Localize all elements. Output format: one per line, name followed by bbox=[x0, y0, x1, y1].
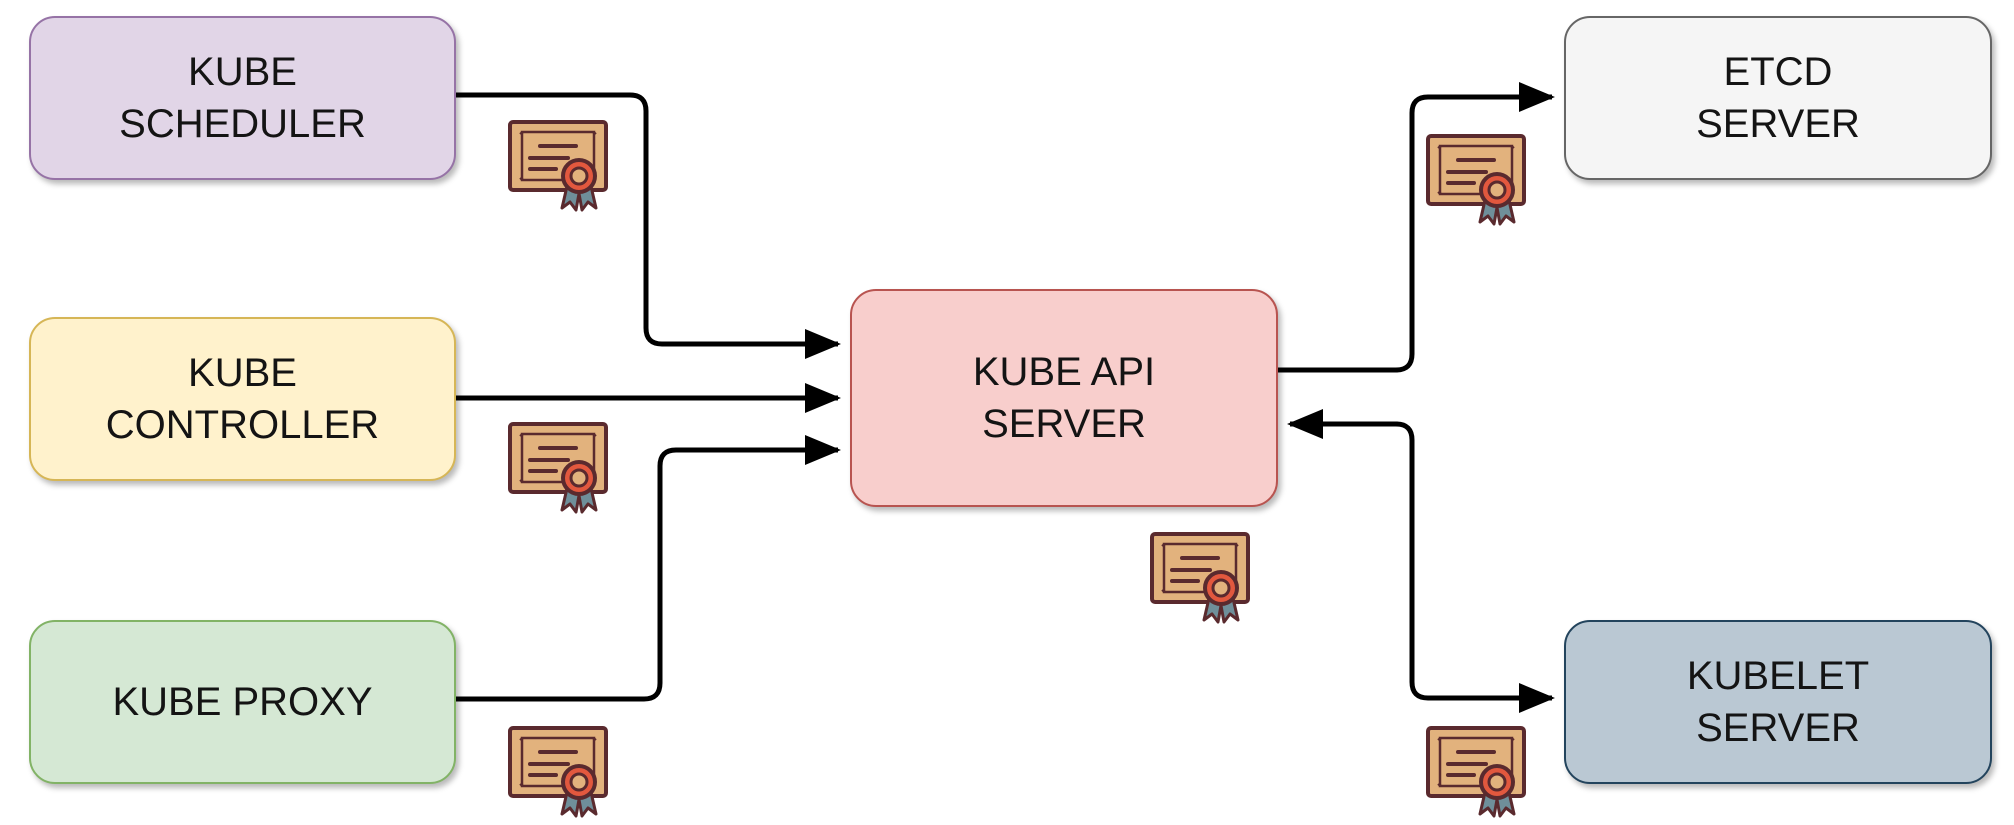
certificate-icon bbox=[506, 420, 610, 516]
edge-scheduler-to-api bbox=[456, 92, 841, 359]
kubelet-server-label-line2: SERVER bbox=[1696, 706, 1860, 750]
etcd-server-label-line1: ETCD bbox=[1723, 50, 1833, 94]
kube-proxy-label: KUBE PROXY bbox=[112, 680, 373, 724]
etcd-server-label-line2: SERVER bbox=[1696, 102, 1860, 146]
certificate-icon bbox=[506, 118, 610, 214]
edge-api-kubelet bbox=[1287, 409, 1555, 713]
certificate-icon bbox=[506, 724, 610, 820]
kube-controller-label-line2: CONTROLLER bbox=[105, 403, 380, 447]
certificate-icon bbox=[1424, 724, 1528, 820]
kube-api-server-label-line1: KUBE API bbox=[972, 350, 1156, 394]
kube-scheduler-label-line1: KUBE bbox=[188, 50, 297, 94]
kube-api-server-label-line2: SERVER bbox=[982, 402, 1146, 446]
edge-proxy-to-api bbox=[456, 435, 841, 702]
certificate-icon bbox=[1424, 132, 1528, 228]
kube-api-server-box[interactable]: KUBE API SERVER bbox=[850, 289, 1278, 507]
kube-proxy-box[interactable]: KUBE PROXY bbox=[29, 620, 456, 784]
kube-scheduler-box[interactable]: KUBE SCHEDULER bbox=[29, 16, 456, 180]
certificate-icon bbox=[1148, 530, 1252, 626]
edge-api-to-etcd bbox=[1278, 82, 1555, 373]
etcd-server-box[interactable]: ETCD SERVER bbox=[1564, 16, 1992, 180]
kubelet-server-box[interactable]: KUBELET SERVER bbox=[1564, 620, 1992, 784]
kube-scheduler-label-line2: SCHEDULER bbox=[119, 102, 366, 146]
kube-controller-label-line1: KUBE bbox=[188, 351, 297, 395]
kubelet-server-label-line1: KUBELET bbox=[1686, 654, 1870, 698]
kube-controller-box[interactable]: KUBE CONTROLLER bbox=[29, 317, 456, 481]
